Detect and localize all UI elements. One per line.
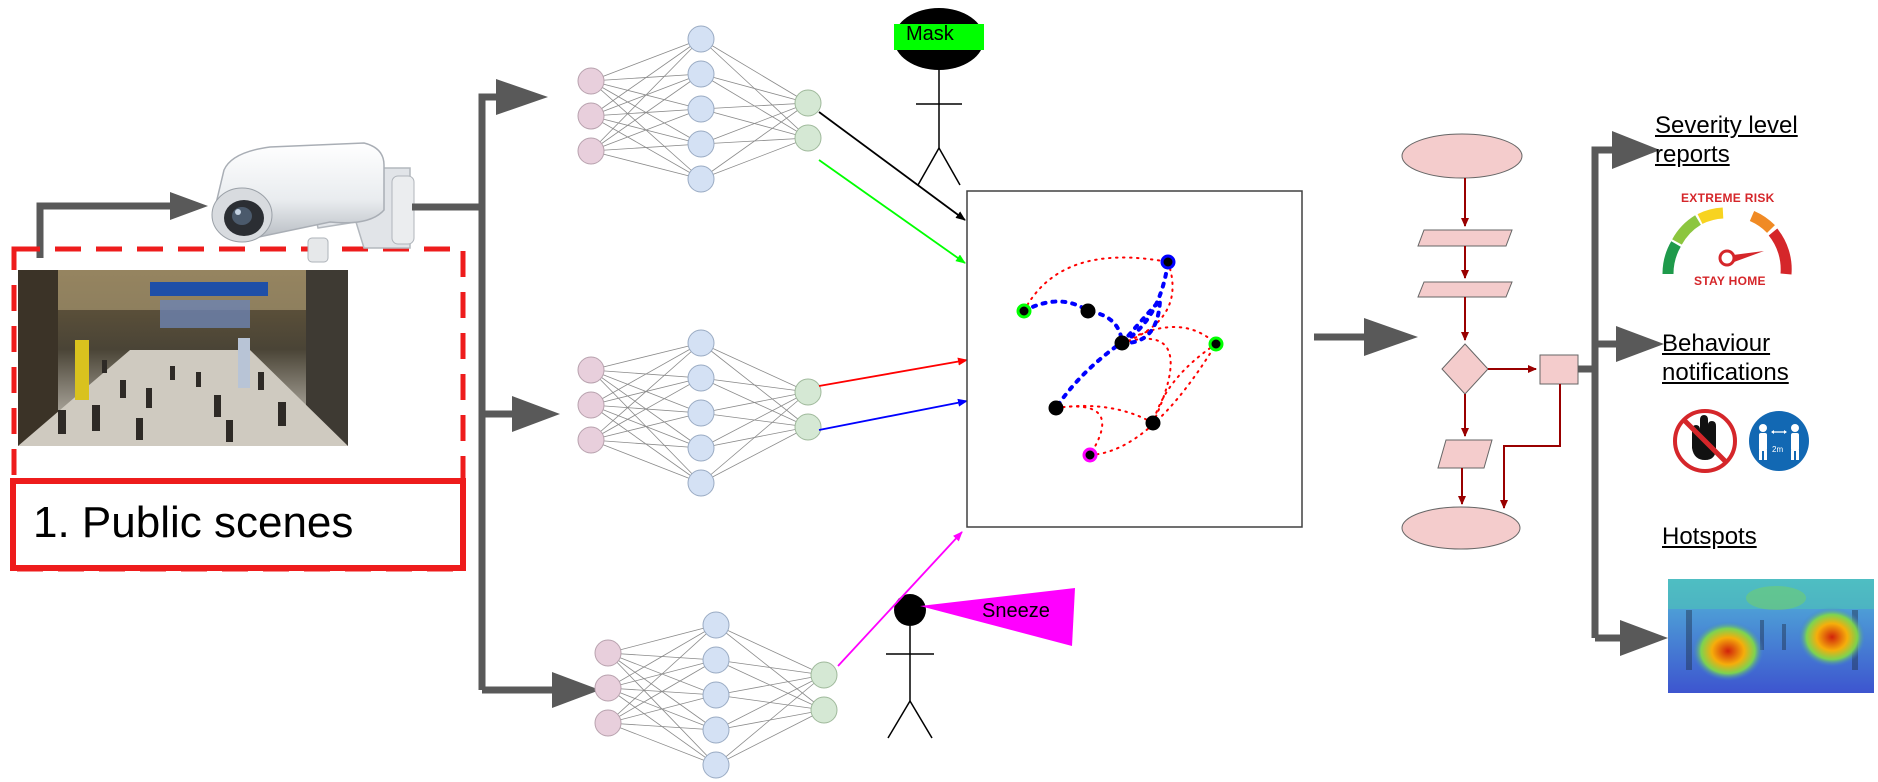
output-node (794, 378, 822, 406)
hotspots-label: Hotspots (1662, 523, 1757, 550)
hidden-node (687, 95, 715, 123)
sneeze-detection-network (594, 611, 838, 779)
hidden-node (687, 165, 715, 193)
hotspot-heatmap (1668, 579, 1874, 693)
hidden-node (687, 469, 715, 497)
input-node (594, 639, 622, 667)
behaviour-notifications-label: Behaviour notifications (1662, 330, 1789, 386)
mask-person (894, 8, 984, 186)
risk-gauge (1662, 207, 1792, 275)
input-node (577, 391, 605, 419)
hidden-node (687, 399, 715, 427)
hidden-node (702, 611, 730, 639)
input-node (577, 67, 605, 95)
hidden-node (687, 364, 715, 392)
gauge-top-text: EXTREME RISK (1681, 191, 1775, 205)
input-node (594, 709, 622, 737)
output-node (794, 124, 822, 152)
output-node (794, 413, 822, 441)
input-arrow (36, 192, 208, 258)
mask-detection-network (577, 25, 822, 193)
hidden-node (702, 646, 730, 674)
sneeze-person (886, 588, 1075, 739)
mask-label: Mask (906, 23, 954, 45)
no-touch-icon (1673, 409, 1737, 473)
hidden-node (702, 716, 730, 744)
output-node (794, 89, 822, 117)
scene-title: 1. Public scenes (33, 498, 354, 547)
input-node (577, 426, 605, 454)
input-node (577, 102, 605, 130)
gauge-bottom-text: STAY HOME (1694, 274, 1766, 288)
distance-estimation-network (577, 329, 822, 497)
hidden-node (687, 434, 715, 462)
decision-flowchart (1401, 133, 1579, 550)
feature-arrows (818, 111, 968, 667)
social-distancing-icon (1749, 411, 1809, 471)
input-node (594, 674, 622, 702)
hidden-node (702, 681, 730, 709)
public-scene-photo (18, 270, 348, 446)
hidden-node (687, 25, 715, 53)
input-node (577, 356, 605, 384)
distribution-arrows (412, 79, 600, 708)
hidden-node (687, 329, 715, 357)
analysis-arrow (1314, 318, 1418, 356)
sneeze-label: Sneeze (982, 600, 1050, 622)
hidden-node (702, 751, 730, 779)
distance-text: 2m (1772, 445, 1784, 454)
scene-title-box (10, 478, 466, 571)
tracking-panel (966, 190, 1303, 528)
cctv-camera (211, 142, 415, 263)
output-node (810, 661, 838, 689)
input-node (577, 137, 605, 165)
severity-reports-label: Severity level reports (1655, 112, 1798, 168)
hidden-node (687, 60, 715, 88)
output-arrows (1578, 131, 1668, 656)
output-node (810, 696, 838, 724)
hidden-node (687, 130, 715, 158)
